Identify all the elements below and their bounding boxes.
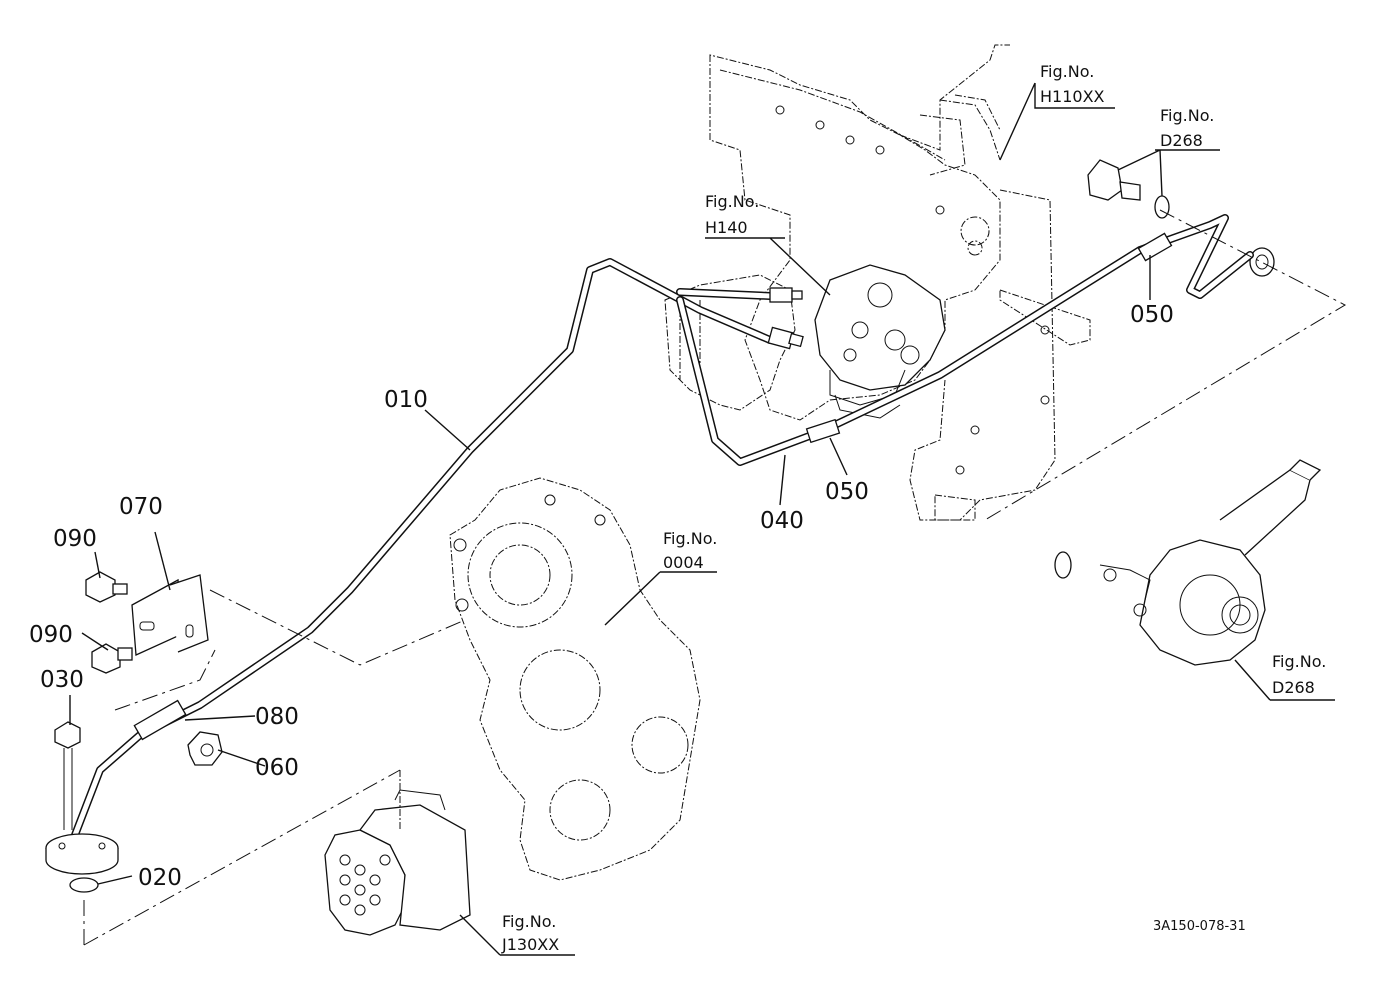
clamp-060 (187, 731, 223, 766)
fig-ref-d268-top: D268 (1160, 131, 1203, 150)
fig-ref-0004: 0004 (663, 553, 704, 572)
part-label-070: 070 (119, 494, 163, 520)
fig-label-j130xx: Fig.No. (502, 912, 556, 931)
hose-sleeve-050-lower (805, 418, 841, 444)
drawing-code: 3A150-078-31 (1153, 919, 1246, 934)
hose-sleeve-080 (133, 699, 187, 741)
bolt-030 (54, 721, 81, 830)
fig-label-d268-top: Fig.No. (1160, 106, 1214, 125)
part-label-050-lower: 050 (825, 479, 869, 505)
fig-label-d268-bottom: Fig.No. (1272, 652, 1326, 671)
bolt-090-lower (91, 643, 133, 674)
part-label-050-upper: 050 (1130, 302, 1174, 328)
fig-ref-j130xx: J130XX (501, 935, 559, 954)
leader-lines (69, 82, 1335, 956)
gear-case-outline (449, 477, 701, 881)
part-label-090-lower: 090 (29, 622, 73, 648)
fig-label-h140: Fig.No. (705, 192, 759, 211)
pump-drive-assembly (1099, 459, 1322, 666)
part-label-080: 080 (255, 704, 299, 730)
assembly-lines (83, 209, 1347, 946)
fig-ref-h110xx: H110XX (1040, 87, 1105, 106)
fig-label-h110xx: Fig.No. (1040, 62, 1094, 81)
control-valve-assembly (664, 264, 946, 419)
fig-label-0004: Fig.No. (663, 529, 717, 548)
pipe-010 (71, 258, 804, 839)
part-label-010: 010 (384, 387, 428, 413)
part-label-040: 040 (760, 508, 804, 534)
banjo-bolt-set (1087, 159, 1275, 277)
o-ring-020 (69, 877, 99, 893)
hose-sleeve-050-upper (1137, 232, 1173, 262)
part-label-020: 020 (138, 865, 182, 891)
washer-right (1054, 551, 1072, 579)
part-label-060: 060 (255, 755, 299, 781)
part-label-030: 030 (40, 667, 84, 693)
engine-block-outline (709, 44, 1091, 521)
bolt-090-upper (85, 571, 128, 603)
fig-ref-h140: H140 (705, 218, 748, 237)
bracket-070 (131, 574, 209, 656)
flange-base (45, 833, 119, 875)
fig-ref-d268-bottom: D268 (1272, 678, 1315, 697)
part-label-090-upper: 090 (53, 526, 97, 552)
gear-pump (324, 770, 471, 936)
